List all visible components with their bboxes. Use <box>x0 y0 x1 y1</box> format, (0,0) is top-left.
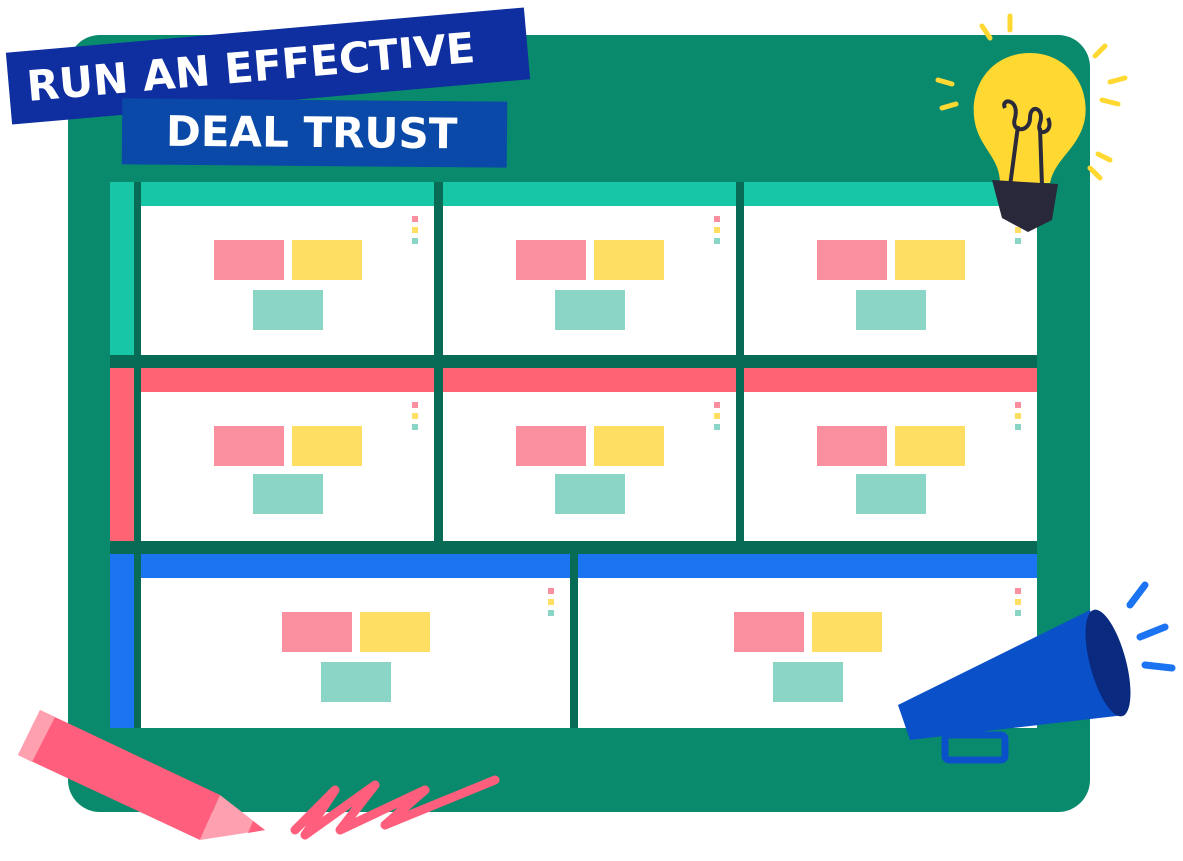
sticky-note-pink <box>816 426 887 466</box>
legend-swatch <box>412 424 418 430</box>
row-side-bar <box>110 368 134 541</box>
legend-swatch <box>1015 599 1021 605</box>
sticky-note-yellow <box>291 426 362 466</box>
sticky-note-teal <box>320 662 391 702</box>
template-card[interactable] <box>744 182 1037 355</box>
card-header <box>744 182 1037 206</box>
sticky-note-pink <box>213 426 284 466</box>
sticky-note-pink <box>816 240 887 280</box>
legend-swatch <box>412 238 418 244</box>
row-side-bar <box>110 182 134 355</box>
legend-swatch <box>548 599 554 605</box>
sticky-note-pink <box>213 240 284 280</box>
sticky-note-teal <box>252 290 323 330</box>
template-card[interactable] <box>141 368 434 541</box>
sticky-note-teal <box>855 290 926 330</box>
sticky-note-pink <box>515 426 586 466</box>
scribble <box>290 775 500 840</box>
card-header <box>744 368 1037 392</box>
legend-swatch <box>714 238 720 244</box>
megaphone-icon <box>898 581 1176 764</box>
card-header <box>141 182 434 206</box>
sticky-note-teal <box>554 290 625 330</box>
legend-swatch <box>412 402 418 408</box>
legend-swatch <box>1015 227 1021 233</box>
sticky-note-teal <box>855 474 926 514</box>
sticky-note-yellow <box>593 426 664 466</box>
legend-swatch <box>1015 402 1021 408</box>
lightbulb-icon <box>935 13 1128 232</box>
legend-swatch <box>412 413 418 419</box>
legend-swatch <box>1015 238 1021 244</box>
card-header <box>141 554 570 578</box>
sticky-note-yellow <box>291 240 362 280</box>
card-header <box>578 554 1037 578</box>
legend-swatch <box>412 227 418 233</box>
sticky-note-teal <box>772 662 843 702</box>
sticky-note-pink <box>733 612 804 652</box>
legend-swatch <box>1015 424 1021 430</box>
legend-swatch <box>548 610 554 616</box>
template-card[interactable] <box>443 368 736 541</box>
sticky-note-yellow <box>593 240 664 280</box>
sticky-note-teal <box>554 474 625 514</box>
legend-swatch <box>714 216 720 222</box>
template-card[interactable] <box>744 368 1037 541</box>
legend-swatch <box>714 424 720 430</box>
legend-swatch <box>1015 413 1021 419</box>
sticky-note-yellow <box>811 612 882 652</box>
legend-swatch <box>412 216 418 222</box>
legend-swatch <box>714 227 720 233</box>
title-line-2: DEAL TRUST <box>121 98 508 168</box>
sticky-note-pink <box>515 240 586 280</box>
legend-swatch <box>714 402 720 408</box>
card-header <box>443 368 736 392</box>
sticky-note-teal <box>252 474 323 514</box>
legend-swatch <box>714 413 720 419</box>
row-side-bar <box>110 554 134 728</box>
legend-swatch <box>1015 610 1021 616</box>
card-header <box>141 368 434 392</box>
sticky-note-pink <box>281 612 352 652</box>
card-header <box>443 182 736 206</box>
pencil-icon <box>18 710 265 840</box>
sticky-note-yellow <box>894 426 965 466</box>
sticky-note-yellow <box>894 240 965 280</box>
template-card[interactable] <box>443 182 736 355</box>
legend-swatch <box>1015 588 1021 594</box>
legend-swatch <box>548 588 554 594</box>
template-card[interactable] <box>141 182 434 355</box>
sticky-note-yellow <box>359 612 430 652</box>
template-card[interactable] <box>141 554 570 728</box>
